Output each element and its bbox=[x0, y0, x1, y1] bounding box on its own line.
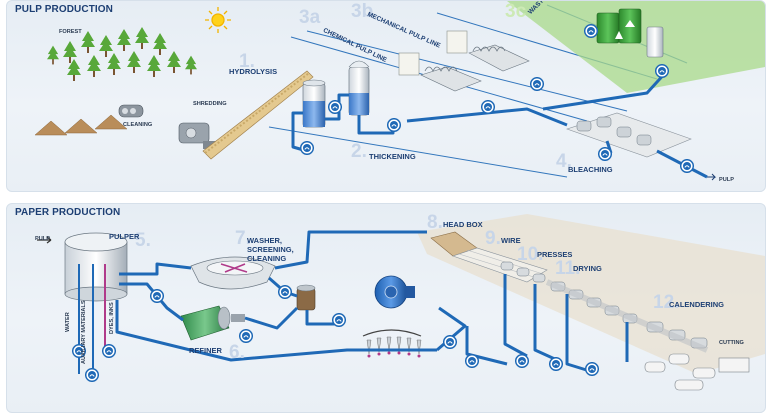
paper-production-title: PAPER PRODUCTION bbox=[15, 207, 121, 218]
forest-label: FOREST bbox=[59, 29, 82, 35]
paper-machine-floor bbox=[417, 214, 765, 374]
step-9: 9. bbox=[485, 228, 501, 249]
step-3b: 3b bbox=[351, 1, 374, 22]
thickening-label: THICKENING bbox=[369, 152, 416, 161]
hydrolysis-tank bbox=[302, 79, 326, 128]
paper-process-diagram bbox=[37, 214, 765, 391]
forest bbox=[47, 27, 197, 81]
pump-icon bbox=[374, 275, 415, 309]
step-4: 4. bbox=[556, 151, 572, 172]
wood-chip-conveyor bbox=[202, 70, 314, 160]
shredding-label: SHREDDING bbox=[193, 101, 227, 107]
cleaning-label: CLEANING bbox=[123, 122, 153, 128]
bleaching-label: BLEACHING bbox=[568, 165, 613, 174]
step-3a: 3a bbox=[299, 7, 321, 28]
water-label: WATER bbox=[65, 312, 71, 332]
calendering-label: CALENDERING bbox=[669, 300, 725, 309]
auxiliary-materials-label: AUXILIARY MATERIALS bbox=[81, 300, 87, 364]
refiner-label: REFINER bbox=[189, 346, 222, 355]
screening-cylinder bbox=[296, 284, 316, 311]
waste-paper-area bbox=[507, 1, 765, 93]
step-10: 10. bbox=[517, 244, 544, 265]
wire-label: WIRE bbox=[501, 236, 521, 245]
sun-icon bbox=[205, 7, 231, 33]
thickening-tank bbox=[348, 60, 370, 116]
head-box-label: HEAD BOX bbox=[443, 220, 483, 229]
pulp-input-label: PULP bbox=[35, 236, 50, 242]
flow-meter-icon bbox=[72, 285, 599, 382]
hydrocyclones bbox=[362, 329, 422, 358]
pulp-production-panel: PULP PRODUCTION 1. 2. 3a 3b 3c 4. FOREST… bbox=[6, 0, 766, 192]
refiner-machine bbox=[180, 305, 245, 341]
step-8: 8. bbox=[427, 212, 443, 233]
paper-production-panel: PAPER PRODUCTION 5. 6. 7. 8. 9. 10. 11. … bbox=[6, 203, 766, 413]
washer-screening-cleaning-label: WASHER, SCREENING, CLEANING bbox=[247, 236, 294, 263]
drying-label: DRYING bbox=[573, 264, 602, 273]
pulper-tank bbox=[37, 232, 128, 302]
pulp-process-diagram bbox=[34, 1, 765, 181]
step-6: 6. bbox=[229, 342, 245, 363]
recycling-icon bbox=[615, 20, 635, 39]
step-3c: 3c bbox=[505, 1, 527, 22]
hydrolysis-label: HYDROLYSIS bbox=[229, 67, 278, 76]
pulp-output-label: PULP bbox=[719, 177, 734, 183]
bleaching-rollers bbox=[566, 112, 717, 181]
paper-rolls bbox=[644, 353, 750, 391]
cutting-label: CUTTING bbox=[719, 340, 744, 346]
presses-label: PRESSES bbox=[537, 250, 573, 259]
step-5: 5. bbox=[135, 230, 151, 251]
washer-basin bbox=[190, 256, 276, 290]
cleaning-machine bbox=[118, 104, 144, 118]
dyes-inks-label: DYES, INKS bbox=[109, 302, 115, 334]
pulper-label: PULPER bbox=[109, 232, 140, 241]
pulp-production-title: PULP PRODUCTION bbox=[15, 4, 113, 15]
step-1: 1. bbox=[239, 51, 255, 72]
step-11: 11. bbox=[555, 258, 581, 279]
mechanical-pulp-equipment bbox=[398, 30, 530, 92]
step-2: 2. bbox=[351, 141, 367, 162]
step-7: 7. bbox=[235, 228, 251, 249]
paper-machine bbox=[430, 231, 709, 353]
step-12: 12. bbox=[653, 292, 680, 313]
